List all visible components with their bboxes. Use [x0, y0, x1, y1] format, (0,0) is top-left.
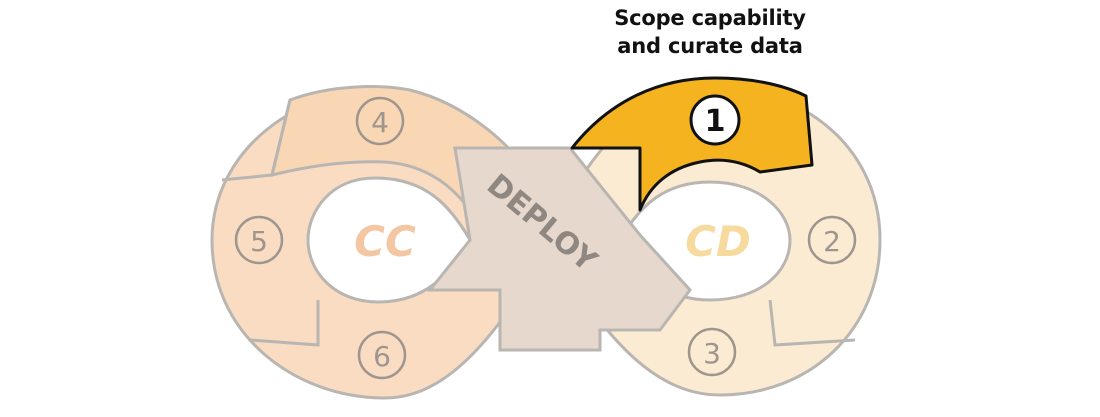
step-1-callout: Scope capability and curate data [560, 4, 860, 60]
step-1-marker: 1 [689, 94, 741, 146]
cc-divider-left [221, 99, 292, 182]
cc-label: CC [354, 217, 416, 266]
step-3-circle [687, 327, 737, 377]
cd-label: CD [685, 217, 751, 266]
step-3-number: 3 [703, 337, 721, 370]
step-5-marker: 5 [234, 215, 284, 265]
step-1-circle [689, 94, 741, 146]
step-4-number: 4 [371, 106, 389, 139]
step-6-number: 6 [373, 340, 391, 373]
step-3-marker: 3 [687, 327, 737, 377]
step-6-circle [357, 330, 407, 380]
step-2-number: 2 [823, 225, 841, 258]
step-1-number: 1 [705, 104, 726, 139]
step-4-marker: 4 [355, 96, 405, 146]
callout-line-2: and curate data [617, 34, 803, 58]
step-2-marker: 2 [807, 215, 857, 265]
cd-divider-bottom [768, 299, 856, 347]
cd-segment-1-active [570, 76, 814, 212]
callout-line-1: Scope capability [614, 6, 806, 30]
step-5-circle [234, 215, 284, 265]
deploy-band [426, 146, 692, 352]
step-6-marker: 6 [357, 330, 407, 380]
step-4-circle [355, 96, 405, 146]
step-5-number: 5 [250, 225, 268, 258]
cc-divider-bottom [249, 300, 320, 347]
step-2-circle [807, 215, 857, 265]
